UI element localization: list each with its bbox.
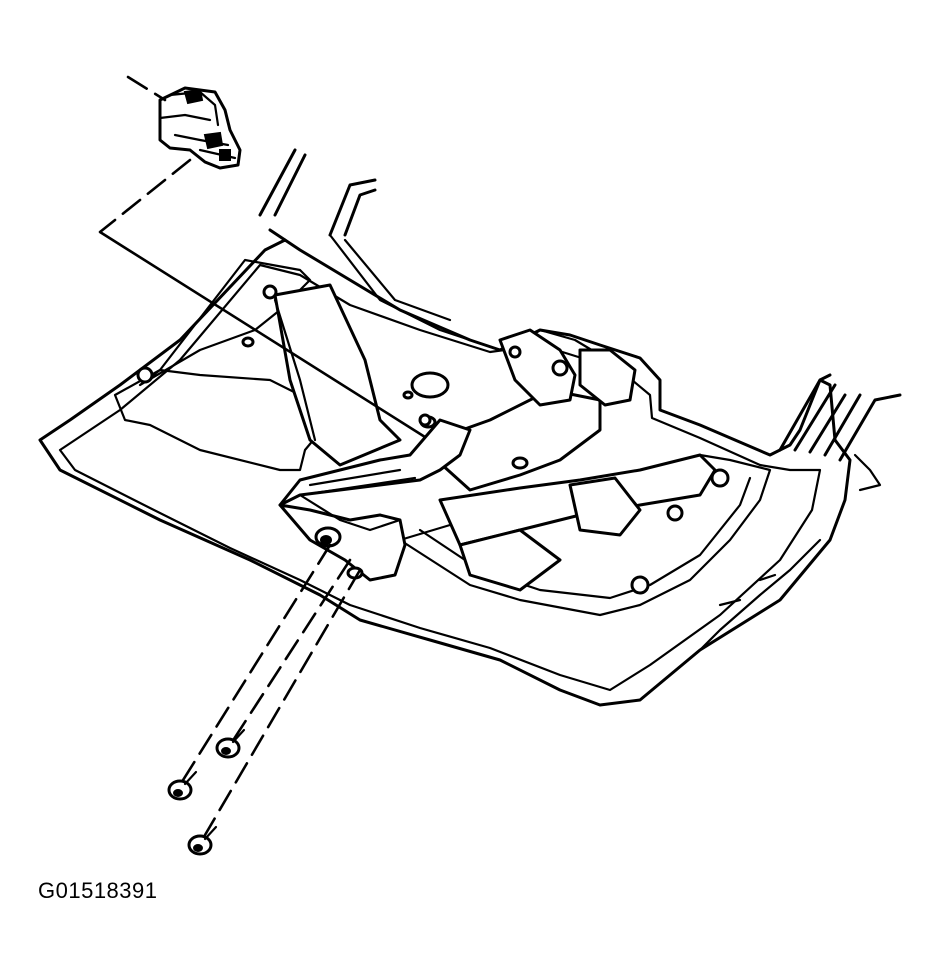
handle-bracket bbox=[278, 418, 472, 582]
screw-leaders bbox=[178, 543, 362, 837]
window-regulator bbox=[241, 283, 717, 592]
figure-id-label: G01518391 bbox=[38, 878, 158, 903]
switch-module bbox=[158, 86, 242, 170]
panel-fasteners bbox=[136, 284, 730, 595]
switch-leader-dashed bbox=[98, 75, 192, 234]
switch-leader-solid bbox=[99, 230, 426, 439]
screw-1 bbox=[167, 770, 198, 801]
screw-2 bbox=[215, 728, 246, 759]
screws bbox=[167, 728, 246, 856]
screw-3 bbox=[187, 825, 218, 856]
